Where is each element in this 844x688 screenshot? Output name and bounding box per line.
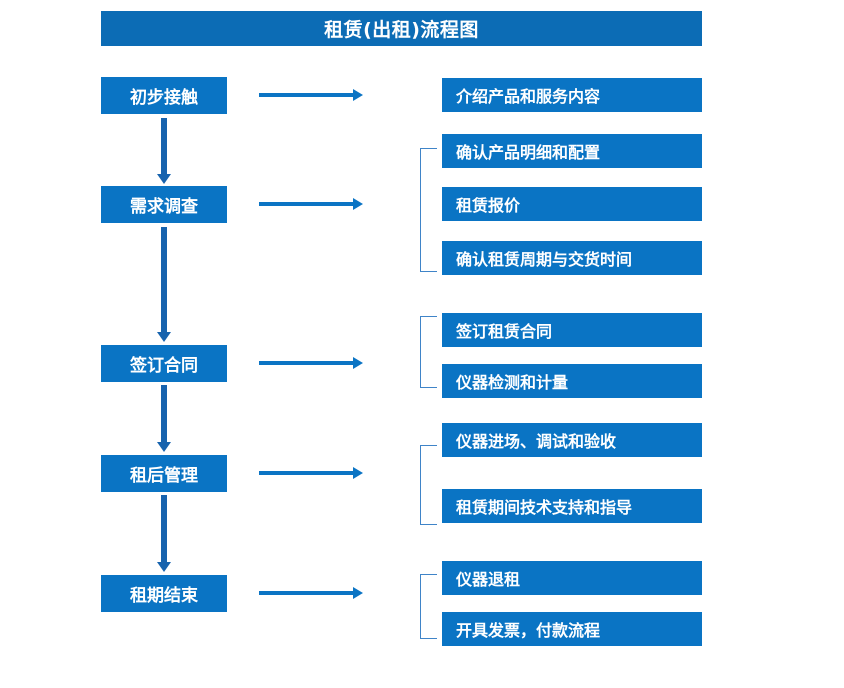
detail-box-sign-rental-contract[interactable]: 签订租赁合同 xyxy=(442,313,702,347)
stage-box-post-rental-management[interactable]: 租后管理 xyxy=(101,455,227,492)
down-arrow-icon-3 xyxy=(157,385,171,452)
detail-label: 仪器退租 xyxy=(456,570,521,589)
right-arrow-icon-3 xyxy=(259,357,363,369)
detail-label: 租赁报价 xyxy=(456,196,521,215)
group-bracket-rental-end xyxy=(420,574,437,639)
detail-label: 签订租赁合同 xyxy=(456,322,553,341)
stage-box-initial-contact[interactable]: 初步接触 xyxy=(101,77,227,114)
detail-label: 仪器进场、调试和验收 xyxy=(456,432,617,451)
stage-label: 签订合同 xyxy=(130,356,198,376)
detail-box-confirm-period-delivery[interactable]: 确认租赁周期与交货时间 xyxy=(442,241,702,275)
detail-box-instrument-return[interactable]: 仪器退租 xyxy=(442,561,702,595)
right-arrow-icon-1 xyxy=(259,89,363,101)
stage-box-sign-contract[interactable]: 签订合同 xyxy=(101,345,227,382)
stage-label: 需求调查 xyxy=(130,197,198,217)
down-arrow-icon-4 xyxy=(157,495,171,572)
stage-label: 租期结束 xyxy=(130,586,198,606)
detail-box-confirm-product-config[interactable]: 确认产品明细和配置 xyxy=(442,134,702,168)
detail-box-instrument-onsite-commissioning[interactable]: 仪器进场、调试和验收 xyxy=(442,423,702,457)
group-bracket-demand-survey xyxy=(420,148,437,272)
detail-box-invoice-payment[interactable]: 开具发票，付款流程 xyxy=(442,612,702,646)
detail-box-instrument-inspection[interactable]: 仪器检测和计量 xyxy=(442,364,702,398)
right-arrow-icon-4 xyxy=(259,467,363,479)
diagram-title-bar: 租赁(出租)流程图 xyxy=(101,11,702,46)
stage-label: 租后管理 xyxy=(130,466,198,486)
stage-box-rental-end[interactable]: 租期结束 xyxy=(101,575,227,612)
diagram-title: 租赁(出租)流程图 xyxy=(324,19,479,41)
right-arrow-icon-5 xyxy=(259,587,363,599)
detail-label: 开具发票，付款流程 xyxy=(456,621,601,640)
right-arrow-icon-2 xyxy=(259,198,363,210)
detail-box-intro-products-services[interactable]: 介绍产品和服务内容 xyxy=(442,78,702,112)
detail-label: 租赁期间技术支持和指导 xyxy=(456,498,633,517)
detail-label: 仪器检测和计量 xyxy=(456,373,569,392)
down-arrow-icon-2 xyxy=(157,227,171,342)
detail-label: 确认租赁周期与交货时间 xyxy=(456,250,633,269)
group-bracket-sign-contract xyxy=(420,316,437,388)
group-bracket-post-rental xyxy=(420,445,437,525)
detail-label: 介绍产品和服务内容 xyxy=(456,87,601,106)
detail-label: 确认产品明细和配置 xyxy=(456,143,601,162)
down-arrow-icon-1 xyxy=(157,118,171,184)
stage-label: 初步接触 xyxy=(130,88,198,108)
stage-box-demand-survey[interactable]: 需求调查 xyxy=(101,186,227,223)
detail-box-technical-support[interactable]: 租赁期间技术支持和指导 xyxy=(442,489,702,523)
detail-box-rental-quote[interactable]: 租赁报价 xyxy=(442,187,702,221)
